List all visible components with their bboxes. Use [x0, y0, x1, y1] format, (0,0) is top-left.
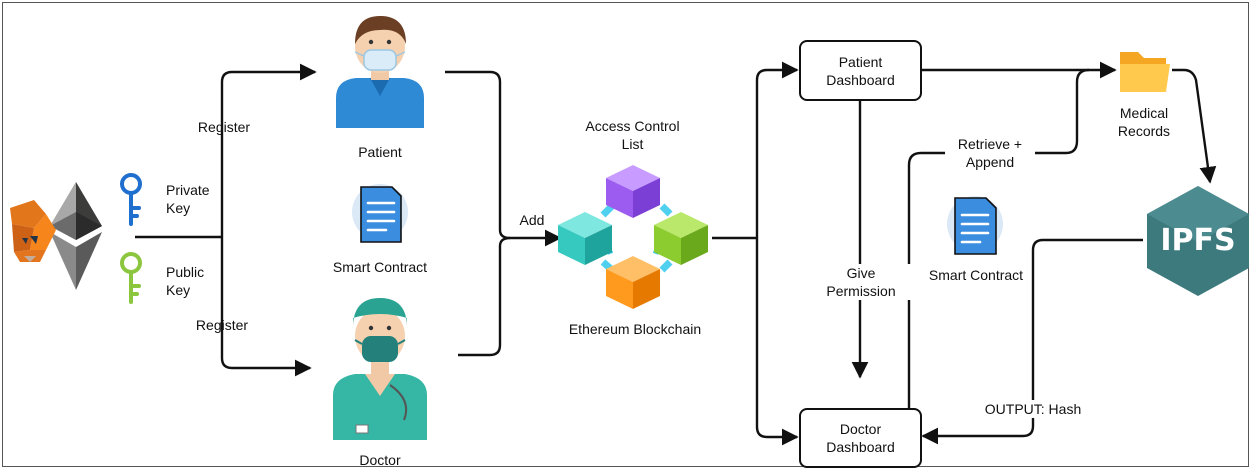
private-key-icon — [120, 173, 142, 226]
folder-icon — [1120, 52, 1170, 92]
connector-to-doctor-dashboard — [755, 238, 799, 446]
connector-patient-add — [445, 70, 511, 240]
connector-retrieve-append — [907, 68, 1090, 408]
connectors — [135, 61, 1217, 446]
smart-contract-left-icon — [352, 184, 408, 243]
connector-records-ipfs — [1172, 68, 1217, 184]
ipfs-label: IPFS — [1160, 223, 1236, 258]
patient-avatar — [336, 16, 424, 128]
patient-label: Patient — [358, 144, 402, 160]
smart-contract-right-icon — [947, 196, 1003, 255]
doctor-label: Doctor — [359, 452, 401, 468]
ethereum-blockchain-label: Ethereum Blockchain — [568, 321, 702, 337]
add-label: Add — [519, 212, 545, 228]
ethereum-logo-icon — [50, 182, 102, 290]
connector-register-patient — [220, 63, 317, 237]
metamask-fox-icon — [10, 200, 56, 262]
patient-dashboard-box[interactable]: Patient Dashboard — [799, 40, 922, 101]
ipfs-logo-icon — [1147, 186, 1249, 296]
register-top-label: Register — [197, 119, 251, 135]
public-key-label: Public Key — [166, 264, 205, 298]
output-hash-label: OUTPUT: Hash — [970, 400, 1096, 418]
smart-contract-right-label: Smart Contract — [928, 267, 1024, 283]
retrieve-append-label: Retrieve + Append — [945, 135, 1035, 171]
give-permission-label: Give Permission — [808, 264, 914, 300]
register-bottom-label: Register — [195, 317, 249, 333]
private-key-label: Private Key — [166, 182, 210, 216]
medical-records-label: Medical Records — [1117, 105, 1171, 139]
doctor-avatar — [333, 298, 427, 440]
blockchain-cubes-icon — [558, 165, 708, 309]
acl-label: Access Control List — [585, 118, 680, 152]
connector-output-hash — [921, 238, 1143, 445]
smart-contract-left-label: Smart Contract — [332, 259, 428, 275]
doctor-dashboard-box[interactable]: Doctor Dashboard — [799, 408, 922, 468]
connector-to-patient-dashboard — [755, 61, 799, 238]
connector-doctor-add — [458, 236, 511, 357]
public-key-icon — [120, 252, 142, 304]
connector-register-doctor — [220, 237, 312, 377]
